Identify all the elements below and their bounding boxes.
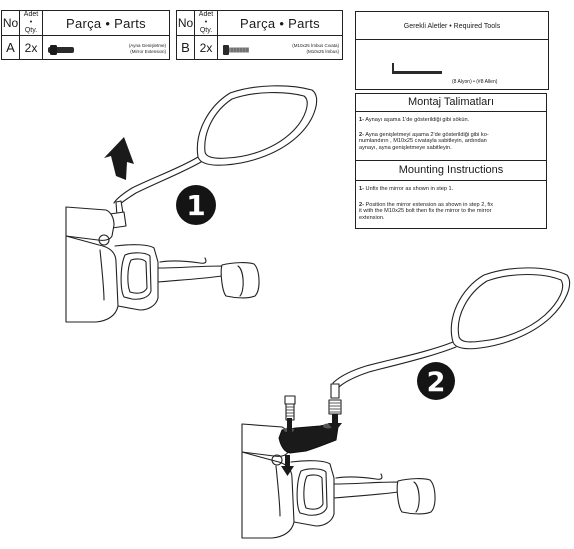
- divider: [356, 180, 546, 181]
- step1-handlebar: [65, 206, 260, 323]
- step2-text-tr: 2- Ayna genişletmeyi aşama 2'de gösteril…: [359, 132, 489, 151]
- part-name-tr: (M10x25 İmbus Cıvata): [292, 43, 339, 48]
- instructions-title-tr: Montaj Talimatları: [408, 96, 494, 108]
- parts-table-a: No Adet • Qty. Parça • Parts A 2x (Ayna …: [1, 10, 170, 60]
- step2-bolt: [284, 395, 296, 421]
- header-qty-sep: •: [204, 19, 208, 26]
- tools-title: Gerekli Aletler • Required Tools: [356, 13, 548, 40]
- part-cell: (M10x25 İmbus Cıvata) (M10x25 İmbus): [217, 35, 343, 60]
- instructions-title-en: Mounting Instructions: [398, 164, 504, 176]
- part-name-tr: (Ayna Genişletme): [128, 43, 166, 48]
- allen-key-icon: [392, 63, 442, 74]
- part-name-en: (M10x25 İmbus): [306, 48, 339, 54]
- part-name-en: (Mirror Extension): [130, 48, 166, 54]
- tools-caption: (8 Alyon) • (#8 Allen): [452, 79, 498, 85]
- header-qty-en: Qty.: [199, 27, 213, 34]
- down-arrow-mirror: [328, 414, 342, 432]
- header-qty-tr: Adet: [198, 11, 214, 18]
- part-cell: (Ayna Genişletme) (Mirror Extension): [42, 35, 170, 60]
- divider: [356, 111, 546, 112]
- down-arrow-bolt: [283, 418, 296, 441]
- instructions-box: Montaj Talimatları 1- Aynayı aşama 1'de …: [355, 93, 547, 229]
- bolt-icon: [223, 45, 249, 55]
- remove-up-arrow: [104, 137, 134, 180]
- required-tools-box: Gerekli Aletler • Required Tools (8 Alyo…: [355, 11, 549, 90]
- step1-text-en: 1- Unfix the mirror as shown in step 1.: [359, 186, 454, 192]
- step2-badge: 2: [417, 362, 455, 400]
- step2-extension-stub: [328, 399, 342, 415]
- svg-text:2: 2: [427, 367, 446, 398]
- step1-badge: 1: [176, 185, 216, 225]
- header-qty-sep: •: [29, 19, 33, 26]
- header-no: No: [1, 10, 20, 36]
- header-qty-en: Qty.: [24, 27, 38, 34]
- down-arrow-extension: [281, 455, 294, 476]
- step2-handlebar: [241, 423, 436, 539]
- divider: [356, 160, 546, 161]
- step1-mirror: [113, 85, 318, 207]
- part-qty: 2x: [194, 35, 218, 60]
- step2-mirror: [332, 267, 571, 389]
- step2-text-en: 2- Position the mirror extension as show…: [359, 202, 494, 221]
- header-qty: Adet • Qty.: [19, 10, 43, 36]
- svg-text:1: 1: [186, 189, 205, 222]
- header-qty-tr: Adet: [23, 11, 39, 18]
- parts-table-b: No Adet • Qty. Parça • Parts B 2x (M10x2…: [176, 10, 343, 60]
- step1-text-tr: 1- Aynayı aşama 1'de gösterildiği gibi s…: [359, 117, 470, 123]
- mirror-extension-icon: [48, 45, 74, 55]
